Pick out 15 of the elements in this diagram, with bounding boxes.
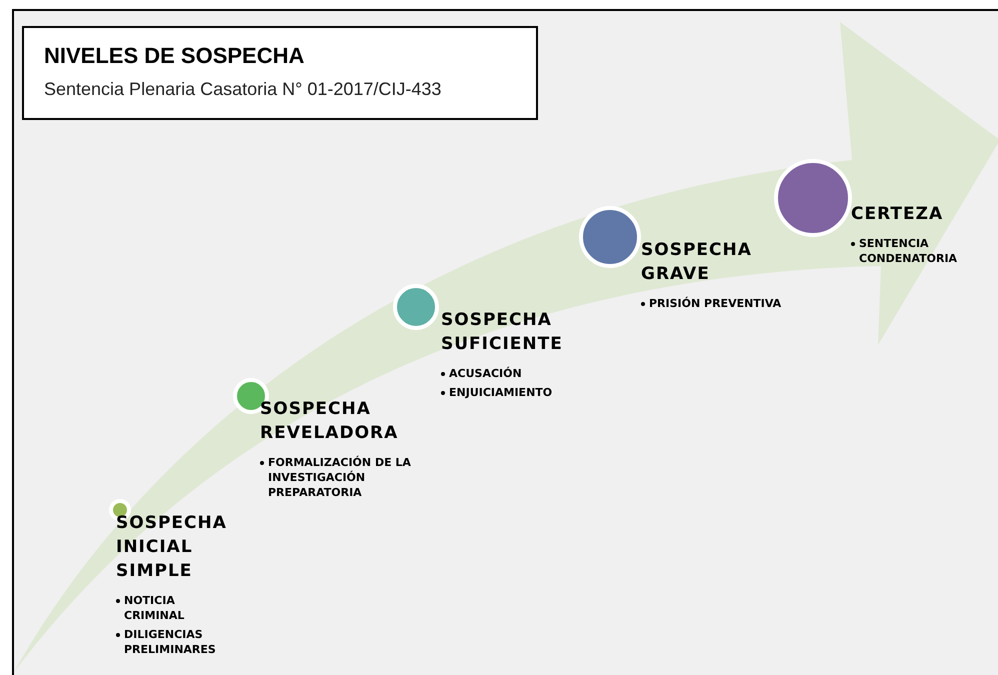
subtitle: Sentencia Plenaria Casatoria N° 01-2017/CIJ-433 <box>44 78 442 101</box>
bullet-text: PRISIÓN PREVENTIVA <box>649 296 782 311</box>
bullet-text: NOTICIA CRIMINAL <box>124 593 186 623</box>
bullet-text: SENTENCIA CONDENATORIA <box>859 236 958 266</box>
stage-heading: CERTEZA <box>851 203 944 226</box>
title: NIVELES DE SOSPECHA <box>44 42 306 70</box>
stage-heading: SOSPECHA GRAVE <box>641 239 753 286</box>
stage-heading: SOSPECHA SUFICIENTE <box>441 309 564 356</box>
bullet-text: ENJUICIAMIENTO <box>449 385 552 400</box>
bullet-text: FORMALIZACIÓN DE LA INVESTIGACIÓN PREPARATORIA <box>268 455 412 500</box>
title-box <box>22 26 538 120</box>
bullet-text: ACUSACIÓN <box>449 366 522 381</box>
stage-heading: SOSPECHA INICIAL SIMPLE <box>116 512 228 583</box>
bullet-text: DILIGENCIAS PRELIMINARES <box>124 627 217 657</box>
stage-heading: SOSPECHA REVELADORA <box>260 398 400 445</box>
